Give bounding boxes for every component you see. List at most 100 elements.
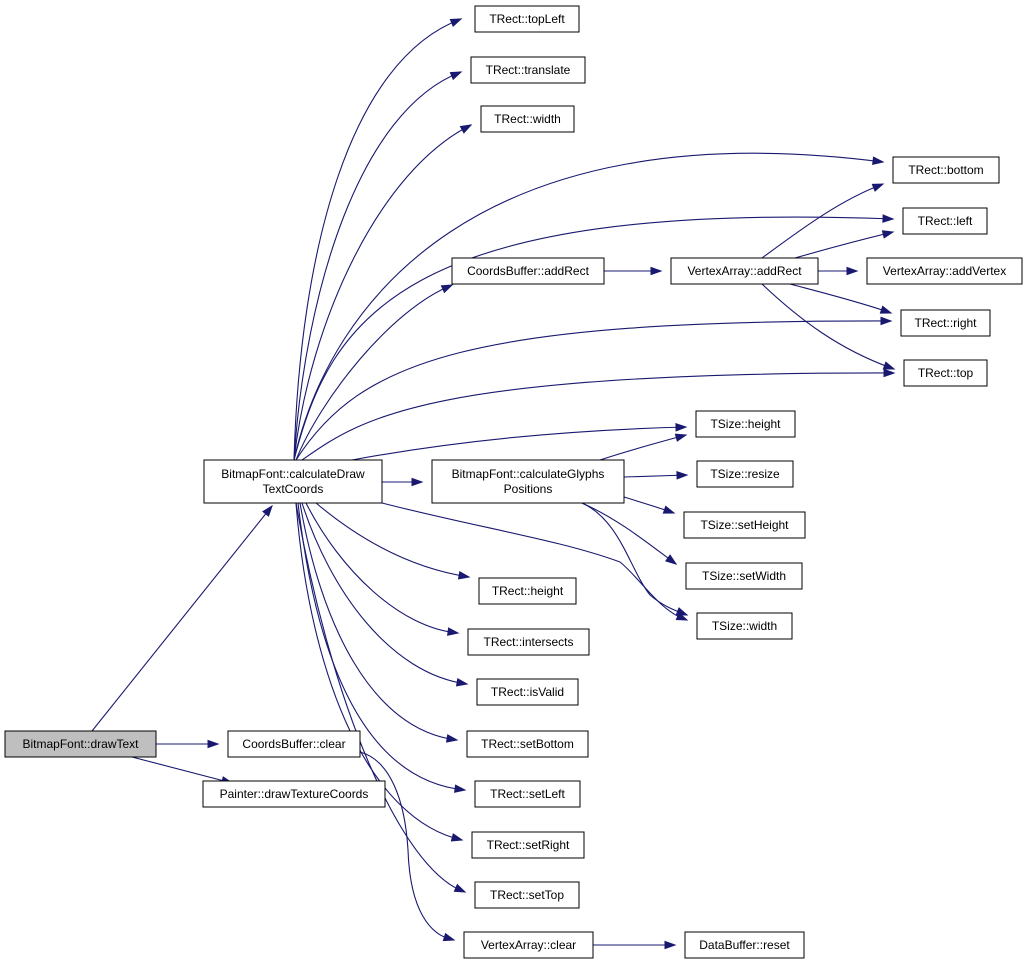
node-right[interactable]: TRect::right (900, 309, 991, 337)
node-box (685, 562, 803, 590)
edge-calcGlyphs-to-sHeight (599, 433, 688, 461)
arrowhead (449, 18, 463, 27)
edge-calcGlyphs-to-sWidth (581, 502, 689, 616)
node-rwidth[interactable]: TRect::width (480, 105, 575, 133)
node-left[interactable]: TRect::left (902, 207, 988, 235)
node-box (903, 359, 988, 387)
node-sHeight[interactable]: TSize::height (695, 410, 796, 438)
node-box (431, 459, 625, 504)
node-box (470, 56, 586, 84)
node-setTop[interactable]: TRect::setTop (474, 881, 580, 909)
edge-vaAddRect-to-top (761, 283, 896, 370)
node-box (696, 460, 794, 488)
node-dbReset[interactable]: DataBuffer::reset (684, 931, 805, 959)
edge-calcDraw-to-setBottom (299, 502, 459, 743)
node-box (480, 105, 575, 133)
node-drawText[interactable]: BitmapFont::drawText (4, 730, 157, 758)
node-bottom[interactable]: TRect::bottom (892, 156, 1000, 184)
arrowhead (882, 214, 895, 223)
edge-vaAddRect-to-right (789, 283, 893, 314)
node-box (696, 612, 793, 640)
edge-calcGlyphs-to-sResize (623, 471, 689, 480)
node-label: TSize::resize (710, 467, 780, 481)
node-sWidth[interactable]: TSize::width (696, 612, 793, 640)
node-label: TRect::left (918, 214, 973, 228)
node-box (4, 730, 157, 758)
node-label: TSize::setHeight (700, 518, 789, 532)
node-box (227, 730, 361, 758)
node-sSetWidth[interactable]: TSize::setWidth (685, 562, 803, 590)
arrowhead (650, 266, 663, 276)
node-rHeight[interactable]: TRect::height (478, 577, 577, 605)
arrowhead (457, 570, 471, 580)
node-painter[interactable]: Painter::drawTextureCoords (202, 780, 386, 808)
node-label: TRect::setRight (487, 838, 570, 852)
edge-vaAddRect-to-bottom (761, 183, 885, 259)
node-label: DataBuffer::reset (699, 938, 790, 952)
edge-calcDraw-to-rHeight (315, 502, 471, 580)
arrowhead (846, 266, 859, 276)
node-box (474, 5, 580, 33)
edge-calcDraw-to-setTop (295, 502, 467, 893)
arrowhead (880, 316, 893, 326)
node-label: TRect::translate (486, 63, 571, 77)
node-isValid[interactable]: TRect::isValid (476, 678, 579, 706)
node-sResize[interactable]: TSize::resize (696, 460, 794, 488)
node-box (892, 156, 1000, 184)
edge-calcDraw-to-topLeft (293, 18, 463, 461)
arrowhead (447, 627, 460, 636)
arrowhead (871, 183, 885, 192)
node-label: TRect::setTop (490, 888, 564, 902)
node-label: TRect::top (918, 366, 974, 380)
arrowhead (449, 71, 463, 81)
node-box (683, 511, 806, 539)
edge-calcDraw-to-right (295, 316, 893, 461)
arrowhead (882, 361, 896, 370)
node-box (463, 931, 594, 959)
node-intersects[interactable]: TRect::intersects (467, 628, 590, 656)
node-setBottom[interactable]: TRect::setBottom (466, 730, 589, 758)
node-vaClear[interactable]: VertexArray::clear (463, 931, 594, 959)
node-label: VertexArray::clear (481, 938, 576, 952)
node-label: TRect::right (914, 316, 977, 330)
node-label: TRect::topLeft (489, 12, 565, 26)
node-cbClear[interactable]: CoordsBuffer::clear (227, 730, 361, 758)
node-setLeft[interactable]: TRect::setLeft (474, 780, 581, 808)
node-label: TSize::height (710, 417, 781, 431)
arrowhead (675, 422, 688, 432)
arrowhead (674, 433, 688, 442)
node-box (202, 780, 386, 808)
arrowhead (445, 734, 459, 743)
node-label: CoordsBuffer::clear (242, 737, 345, 751)
node-vaAddRect[interactable]: VertexArray::addRect (670, 257, 819, 285)
edge-drawText-to-cbClear (156, 739, 220, 749)
node-label: Positions (504, 482, 553, 496)
edge-calcGlyphs-to-sSetHeight (623, 496, 676, 514)
node-box (466, 730, 589, 758)
node-vaAddVertex[interactable]: VertexArray::addVertex (866, 257, 1023, 285)
node-cbAddRect[interactable]: CoordsBuffer::addRect (451, 257, 605, 285)
arrowhead (455, 677, 469, 687)
arrowhead (872, 156, 885, 165)
node-translate[interactable]: TRect::translate (470, 56, 586, 84)
node-topLeft[interactable]: TRect::topLeft (474, 5, 580, 33)
node-box (900, 309, 991, 337)
node-sSetHeight[interactable]: TSize::setHeight (683, 511, 806, 539)
arrowhead (459, 124, 473, 134)
node-label: TSize::setWidth (702, 569, 786, 583)
edge-calcDraw-to-setRight (295, 502, 464, 842)
node-box (476, 678, 579, 706)
arrowhead (676, 471, 689, 480)
arrowhead (879, 305, 893, 314)
arrowhead (454, 784, 467, 793)
node-box (695, 410, 796, 438)
node-label: VertexArray::addVertex (883, 264, 1006, 278)
arrowhead (453, 883, 467, 893)
edge-calcDraw-to-left (293, 214, 895, 461)
node-setRight[interactable]: TRect::setRight (471, 831, 585, 859)
node-label: TRect::intersects (483, 635, 573, 649)
node-top[interactable]: TRect::top (903, 359, 988, 387)
edge-vaClear-to-dbReset (593, 940, 677, 950)
